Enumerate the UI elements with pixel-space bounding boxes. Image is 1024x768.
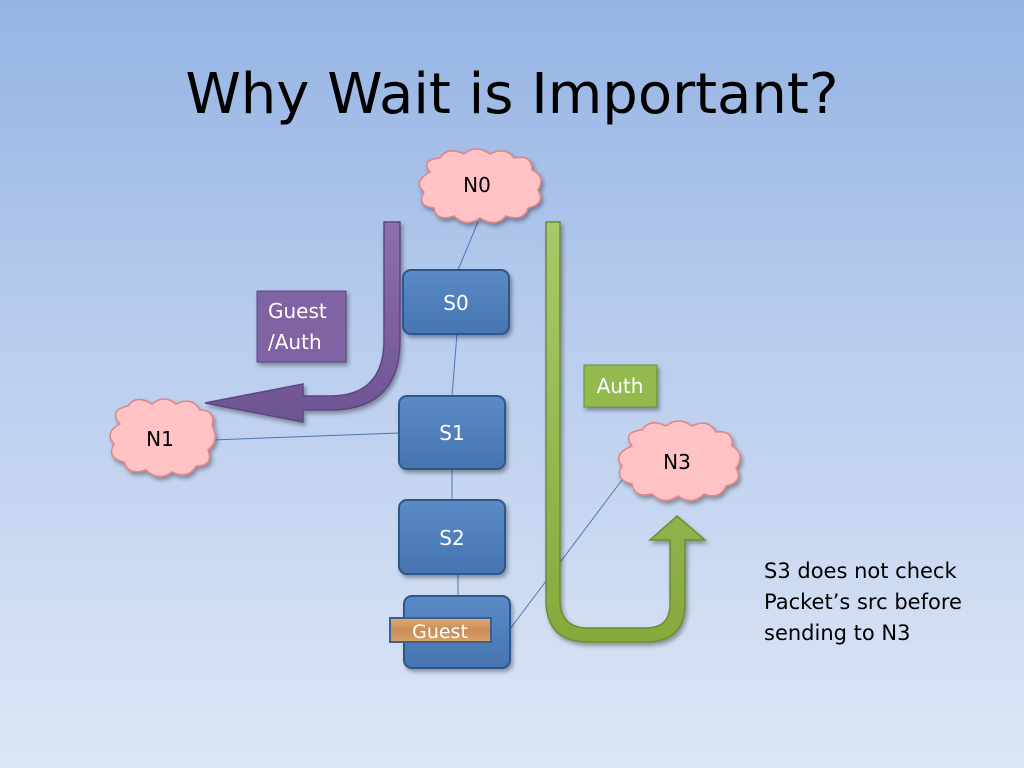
switch-s1[interactable] [398,395,506,470]
note-line-3: sending to N3 [764,621,911,645]
links [211,221,626,630]
cloud-n3[interactable] [617,420,741,502]
slide-title: Why Wait is Important? [185,62,839,127]
explanation-note: S3 does not check Packet’s src before se… [764,556,1004,649]
guest-auth-label-box [256,290,347,363]
cloud-n1-label: N1 [146,427,174,451]
switch-s0[interactable] [402,269,510,335]
note-line-2: Packet’s src before [764,590,962,614]
guest-tag-label: Guest [412,621,468,643]
note-line-1: S3 does not check [764,559,957,583]
switch-s1-label: S1 [439,421,464,445]
green-path-arrow [545,221,708,643]
guest-auth-label-line2: /Auth [268,330,322,354]
switch-s0-label: S0 [443,291,468,315]
auth-label: Auth [597,374,644,398]
guest-tag [389,617,492,643]
switch-s2-label: S2 [439,526,464,550]
cloud-n3-label: N3 [663,450,691,474]
link-s0-s1 [451,333,458,397]
link-n0-s0 [457,221,479,271]
link-n1-s1 [211,432,400,441]
auth-label-box [583,364,658,408]
cloud-n0-label: N0 [463,173,491,197]
link-s3-n3 [509,475,626,630]
purple-path-arrow [204,221,401,423]
switch-s2[interactable] [398,499,506,575]
cloud-n0[interactable] [418,148,542,224]
guest-auth-label-line1: Guest [268,299,327,323]
cloud-n1[interactable] [109,398,216,478]
